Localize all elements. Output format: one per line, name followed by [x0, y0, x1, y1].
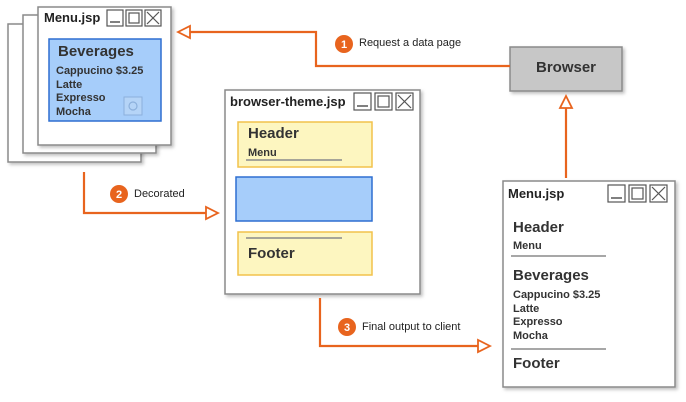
step-number-1: 1 [341, 39, 347, 51]
browser-label: Browser [535, 59, 597, 76]
minimize-icon[interactable] [353, 92, 372, 111]
output-window-group [502, 180, 676, 388]
step-badge-3: 3 [338, 318, 356, 336]
step-number-3: 3 [344, 322, 350, 334]
browser-box [509, 46, 623, 92]
list-item: Mocha [56, 105, 91, 118]
theme-footer-box [237, 231, 373, 276]
step-badge-2: 2 [110, 185, 128, 203]
source-content-box [48, 38, 162, 122]
source-item-list: Cappucino $3.25 Latte Expresso Mocha [56, 65, 143, 119]
output-item-list: Cappucino $3.25 Latte Expresso Mocha [513, 289, 600, 343]
list-item: Latte [56, 78, 83, 91]
output-window [502, 180, 676, 388]
list-item: Latte [513, 302, 540, 315]
source-window-title: Menu.jsp [44, 10, 101, 25]
arrow-request [190, 30, 510, 68]
output-window-title: Menu.jsp [508, 186, 565, 201]
source-window-controls [106, 9, 162, 27]
step-label-2: Decorated [134, 188, 185, 200]
arrow-decorated [82, 172, 206, 215]
output-window-controls [607, 184, 668, 203]
list-item: Cappucino $3.25 [56, 65, 144, 77]
theme-header-menu: Menu [248, 147, 277, 159]
list-item: Expresso [56, 92, 106, 104]
theme-window-group [224, 89, 421, 295]
theme-header-title: Header [248, 125, 299, 142]
list-item: Mocha [513, 329, 548, 342]
step-label-3: Final output to client [362, 321, 461, 333]
step-number-2: 2 [116, 189, 122, 201]
output-header-title: Header [513, 219, 564, 236]
arrow-to-browser-head [558, 93, 574, 109]
source-heading: Beverages [58, 43, 134, 60]
arrow-final-output [318, 298, 478, 348]
arrow-final-output-head [477, 338, 493, 354]
output-footer-title: Footer [513, 355, 560, 372]
theme-window-title: browser-theme.jsp [230, 94, 346, 109]
theme-window-controls [353, 92, 414, 111]
output-heading: Beverages [513, 267, 589, 284]
arrow-request-head [175, 24, 191, 40]
step-label-1: Request a data page [359, 37, 462, 49]
maximize-icon[interactable] [374, 92, 393, 111]
page-watermark-icon [123, 96, 143, 116]
arrow-decorated-head [205, 205, 221, 221]
output-header-menu: Menu [513, 240, 542, 252]
theme-footer-title: Footer [248, 245, 295, 262]
minimize-icon[interactable] [607, 184, 626, 203]
maximize-icon[interactable] [125, 9, 143, 27]
list-item: Cappucino $3.25 [513, 289, 601, 301]
source-window-stack [7, 6, 172, 163]
maximize-icon[interactable] [628, 184, 647, 203]
content-placeholder-box [235, 176, 373, 222]
minimize-icon[interactable] [106, 9, 124, 27]
list-item: Expresso [513, 316, 563, 328]
step-badge-1: 1 [335, 35, 353, 53]
